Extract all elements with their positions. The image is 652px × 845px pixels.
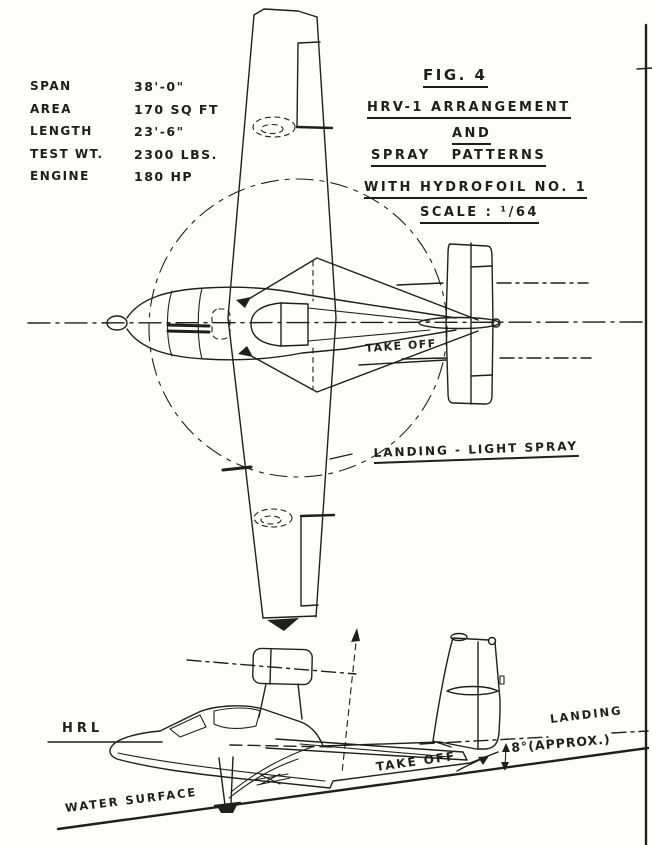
side-hull (109, 705, 499, 789)
pitot-tube (221, 465, 253, 472)
spec-label: AREA (30, 101, 73, 116)
spec-row-length: LENGTH 23'-6" (30, 124, 219, 147)
plan-cabin (250, 302, 431, 347)
scan-edge (636, 23, 652, 845)
plan-stabilizer (445, 242, 494, 405)
side-view-drawing (47, 628, 650, 831)
spec-value: 23'-6" (134, 124, 185, 139)
figure-title-line3: SPRAY PATTERNS (371, 148, 547, 167)
plan-view-drawing (27, 8, 643, 631)
takeoff-label-underline (358, 359, 447, 366)
hull-reference-line (47, 741, 335, 748)
spec-value: 170 SQ FT (134, 101, 219, 117)
spec-row-engine: ENGINE 180 HP (30, 169, 219, 192)
spec-label: SPAN (30, 79, 72, 93)
plan-wing (221, 8, 337, 631)
takeoff-spray-pattern (236, 257, 592, 393)
spec-row-span: SPAN 38'-0" (30, 79, 219, 102)
figure-scale: SCALE : ¹/64 (420, 205, 539, 224)
hydrofoil (213, 746, 313, 813)
angle-dimension (501, 743, 510, 771)
prop-reference-line (341, 628, 360, 774)
side-tail (432, 632, 505, 750)
spec-value: 180 HP (134, 169, 194, 184)
spec-value: 2300 LBS. (134, 146, 218, 162)
spec-label: ENGINE (30, 169, 90, 183)
landing-waterline (419, 730, 649, 745)
tail-cone-bullet (418, 316, 500, 330)
prop-spinner (106, 315, 128, 331)
plan-fuselage (106, 286, 501, 361)
spec-table: SPAN 38'-0" AREA 170 SQ FT LENGTH 23'-6"… (30, 79, 219, 192)
spec-label: TEST WT. (30, 146, 104, 161)
spray-label-leader (329, 453, 353, 460)
figure-title-line4: WITH HYDROFOIL NO. 1 (364, 180, 588, 199)
water-surface-line (56, 746, 650, 831)
takeoff-arrow (456, 756, 489, 772)
figure-title-line2: AND (452, 126, 492, 145)
spec-value: 38'-0" (134, 79, 185, 94)
wingtip-skid (267, 618, 299, 631)
spec-label: LENGTH (30, 124, 93, 138)
figure-number: FIG. 4 (423, 66, 488, 88)
hrl-label: HRL (62, 721, 104, 736)
spec-row-area: AREA 170 SQ FT (30, 102, 219, 125)
figure-title-line1: HRV-1 ARRANGEMENT (367, 100, 571, 119)
landing-spray-circle (148, 178, 448, 478)
spec-row-test-wt: TEST WT. 2300 LBS. (30, 147, 219, 170)
